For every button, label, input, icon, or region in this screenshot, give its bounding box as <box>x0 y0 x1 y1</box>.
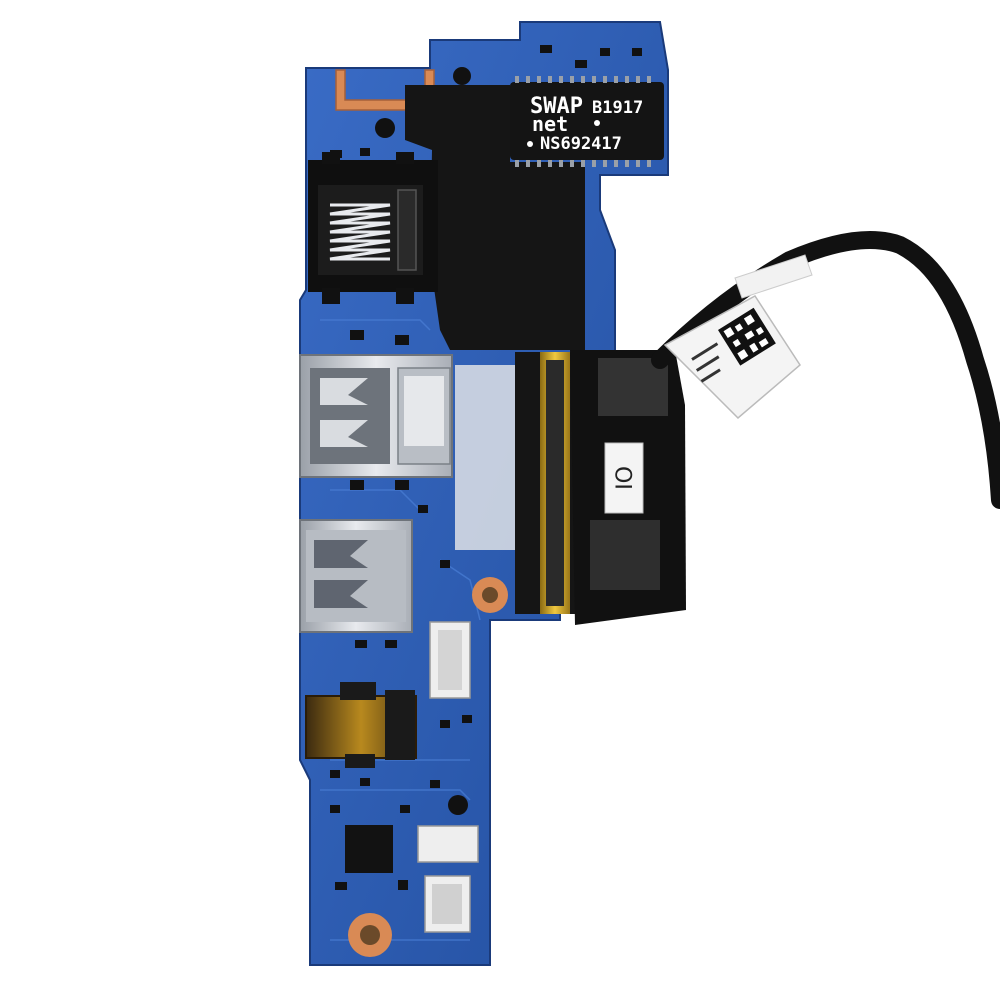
qr-code <box>718 307 776 366</box>
chip-code-text: B1917 <box>592 98 643 118</box>
usb-port-lower <box>299 519 413 633</box>
chip-logo-text: SWAP <box>530 94 583 119</box>
controller-chip <box>330 805 410 890</box>
black-tape <box>405 85 585 350</box>
barcode-label <box>663 254 813 420</box>
clear-tape <box>455 365 515 550</box>
mounting-hole-middle <box>472 577 508 613</box>
screw-pad <box>375 118 395 138</box>
cable-tag-text: IO <box>613 466 638 490</box>
usb-port-upper <box>299 354 453 478</box>
fpc-connector-upper <box>429 621 471 699</box>
ethernet-port <box>308 152 438 304</box>
fpc-connector-right <box>417 825 479 863</box>
gold-connector <box>515 352 575 614</box>
fpc-connector-bottom <box>424 875 471 933</box>
chip-net-text: net <box>532 112 568 136</box>
chip-part-number: NS692417 <box>540 134 622 154</box>
flex-cable: IO <box>570 350 686 625</box>
audio-jack <box>305 682 417 768</box>
smd-components <box>330 45 642 788</box>
mounting-hole-top <box>453 67 471 85</box>
mounting-hole-bottom <box>348 913 392 957</box>
ic-chip: SWAP B1917 net NS692417 <box>510 76 664 167</box>
mounting-hole-small <box>448 795 468 815</box>
